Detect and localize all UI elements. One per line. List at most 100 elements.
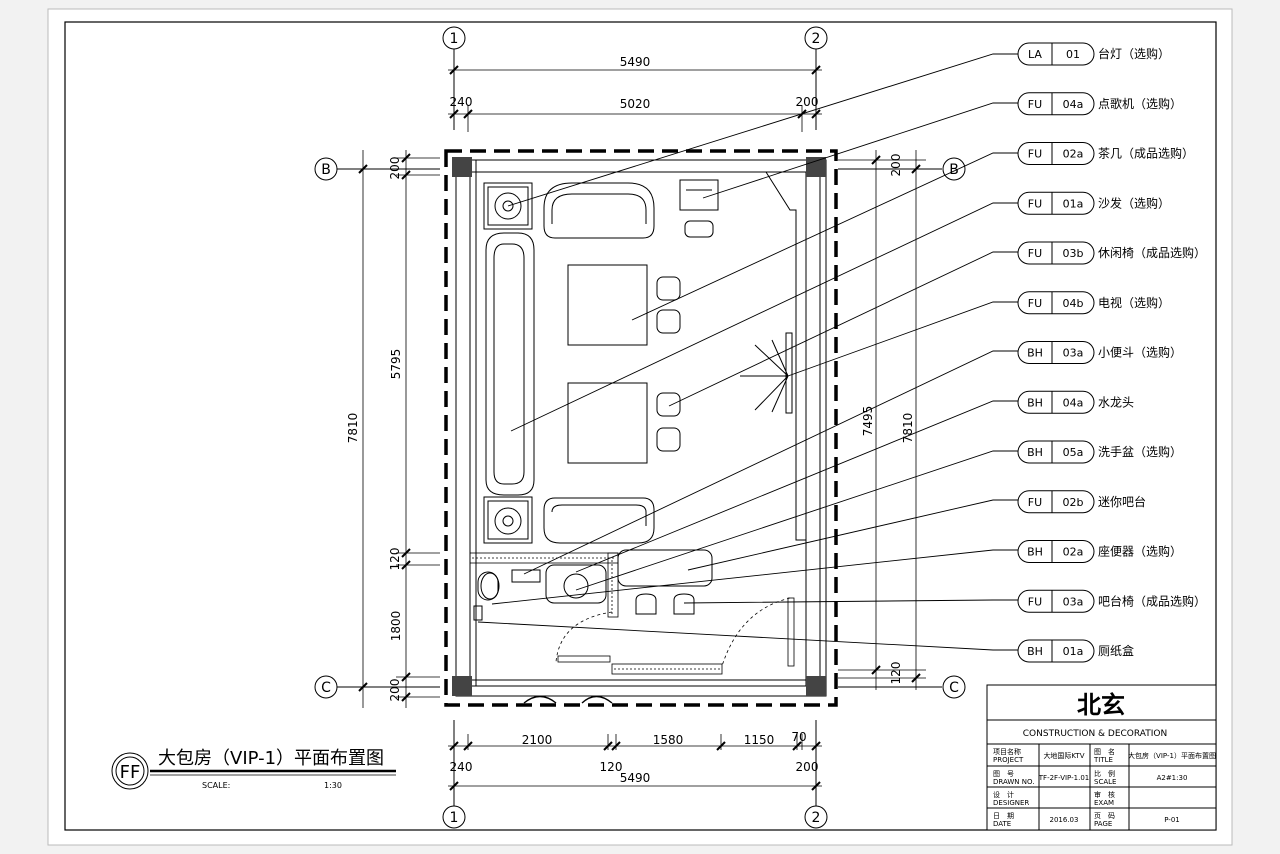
svg-text:C: C [321,680,331,696]
legend-item: FU 01a 沙发（选购） [1017,191,1170,215]
dim-bottom-70: 70 [791,730,806,744]
doors [523,597,795,704]
tb-title-value: 大包房（VIP-1）平面布置图 [1128,751,1216,760]
legend-description: 茶几（成品选购） [1098,146,1194,161]
legend-code: FU [1028,148,1042,161]
drawing-badge: FF [120,762,141,783]
sheet-title-block: 北玄 CONSTRUCTION & DECORATION 项目名称 PROJEC… [986,684,1217,831]
dim-bottom-1150: 1150 [744,733,775,747]
mini-bar [545,549,713,604]
tv-wall [740,171,806,541]
coffee-table-top [567,264,648,346]
tb-exam-label-cn: 审 核 [1094,790,1115,799]
legend-tag [1017,589,1095,613]
legend-code: FU [1028,496,1042,509]
tb-page-label-en: PAGE [1094,820,1112,828]
legend-number: 01a [1063,197,1084,210]
legend-code: FU [1028,197,1042,210]
legend-item: LA 01 台灯（选购） [1017,42,1170,66]
legend-description: 座便器（选购） [1098,544,1182,559]
tb-date-label-en: DATE [993,820,1011,828]
legend-code: LA [1028,48,1042,61]
tb-project-label-en: PROJECT [993,756,1024,764]
legend-tag [1017,490,1095,514]
drawing-title-block: FF 大包房（VIP-1）平面布置图 SCALE: 1:30 [111,748,396,790]
legend-code: FU [1028,98,1042,111]
legend-description: 迷你吧台 [1098,494,1146,509]
legend-code: FU [1028,247,1042,260]
dim-top-mid: 5020 [620,97,651,111]
svg-text:B: B [321,162,331,178]
dim-bottom-1580: 1580 [653,733,684,747]
legend-number: 02a [1063,148,1084,161]
dim-right-120: 120 [889,662,903,685]
dim-right-7810: 7810 [901,413,915,444]
legend-code: BH [1027,396,1043,409]
legend-tag [1017,92,1095,116]
legend-number: 03b [1063,247,1084,260]
legend-number: 02a [1063,546,1084,559]
svg-text:2: 2 [812,810,821,826]
legend-code: BH [1027,347,1043,360]
legend-code: FU [1028,595,1042,608]
legend-description: 沙发（选购） [1098,195,1170,210]
axis-bubble-rowB-left: B [314,157,338,181]
tb-date-value: 2016.03 [1050,816,1079,824]
legend-number: 03a [1063,595,1084,608]
svg-text:1: 1 [450,810,459,826]
axis-bubble-rowC-right: C [942,675,966,699]
legend-number: 01 [1066,48,1080,61]
company-logo: 北玄 [1077,691,1125,719]
svg-text:1: 1 [450,31,459,47]
legend-number: 04b [1063,297,1084,310]
legend-item: FU 02a 茶几（成品选购） [1017,142,1194,165]
tb-page-label-cn: 页 码 [1094,812,1115,820]
drawing-title: 大包房（VIP-1）平面布置图 [158,748,384,769]
dim-bottom-right: 200 [796,760,819,774]
axis-bubble-col1-top: 1 [442,26,466,50]
legend-number: 05a [1063,446,1084,459]
dim-top-right: 200 [796,95,819,109]
svg-text:B: B [949,162,959,178]
tb-drawno-label-en: DRAWN NO. [993,778,1034,786]
legend-code: BH [1027,446,1043,459]
legend-tag [1017,440,1095,464]
structural-columns [452,157,826,696]
legend-code: FU [1028,297,1042,310]
dim-right-7495: 7495 [861,406,875,437]
tb-project-label-cn: 项目名称 [993,747,1021,756]
armchair-top [543,182,655,239]
leader-lines [477,53,1020,651]
dim-left-200a: 200 [388,157,402,180]
tb-project-value: 大地国际KTV [1043,751,1084,760]
dim-left-5795: 5795 [389,349,403,380]
legend-number: 02b [1063,496,1084,509]
lamp-side-table-top [483,182,533,230]
company-name: CONSTRUCTION & DECORATION [1023,729,1167,739]
room-plan [444,149,838,707]
svg-text:C: C [949,680,959,696]
tb-scale-value: A2#1:30 [1157,774,1188,782]
dim-left-200b: 200 [388,679,402,702]
legend-tag [1017,42,1095,66]
legend-item: FU 02b 迷你吧台 [1017,490,1146,514]
legend-tag [1017,341,1095,364]
legend-description: 台灯（选购） [1098,46,1170,61]
legend-tag [1017,191,1095,215]
coffee-table-bottom [567,382,648,464]
tb-exam-label-en: EXAM [1094,799,1114,807]
legend-code: BH [1027,645,1043,658]
bar-chairs [635,593,695,615]
legend-description: 点歌机（选购） [1098,96,1182,111]
tb-drawno-value: TF-2F-VIP-1.01 [1038,774,1089,782]
tb-drawno-label-cn: 图 号 [993,770,1014,778]
dim-left-total: 7810 [346,413,360,444]
